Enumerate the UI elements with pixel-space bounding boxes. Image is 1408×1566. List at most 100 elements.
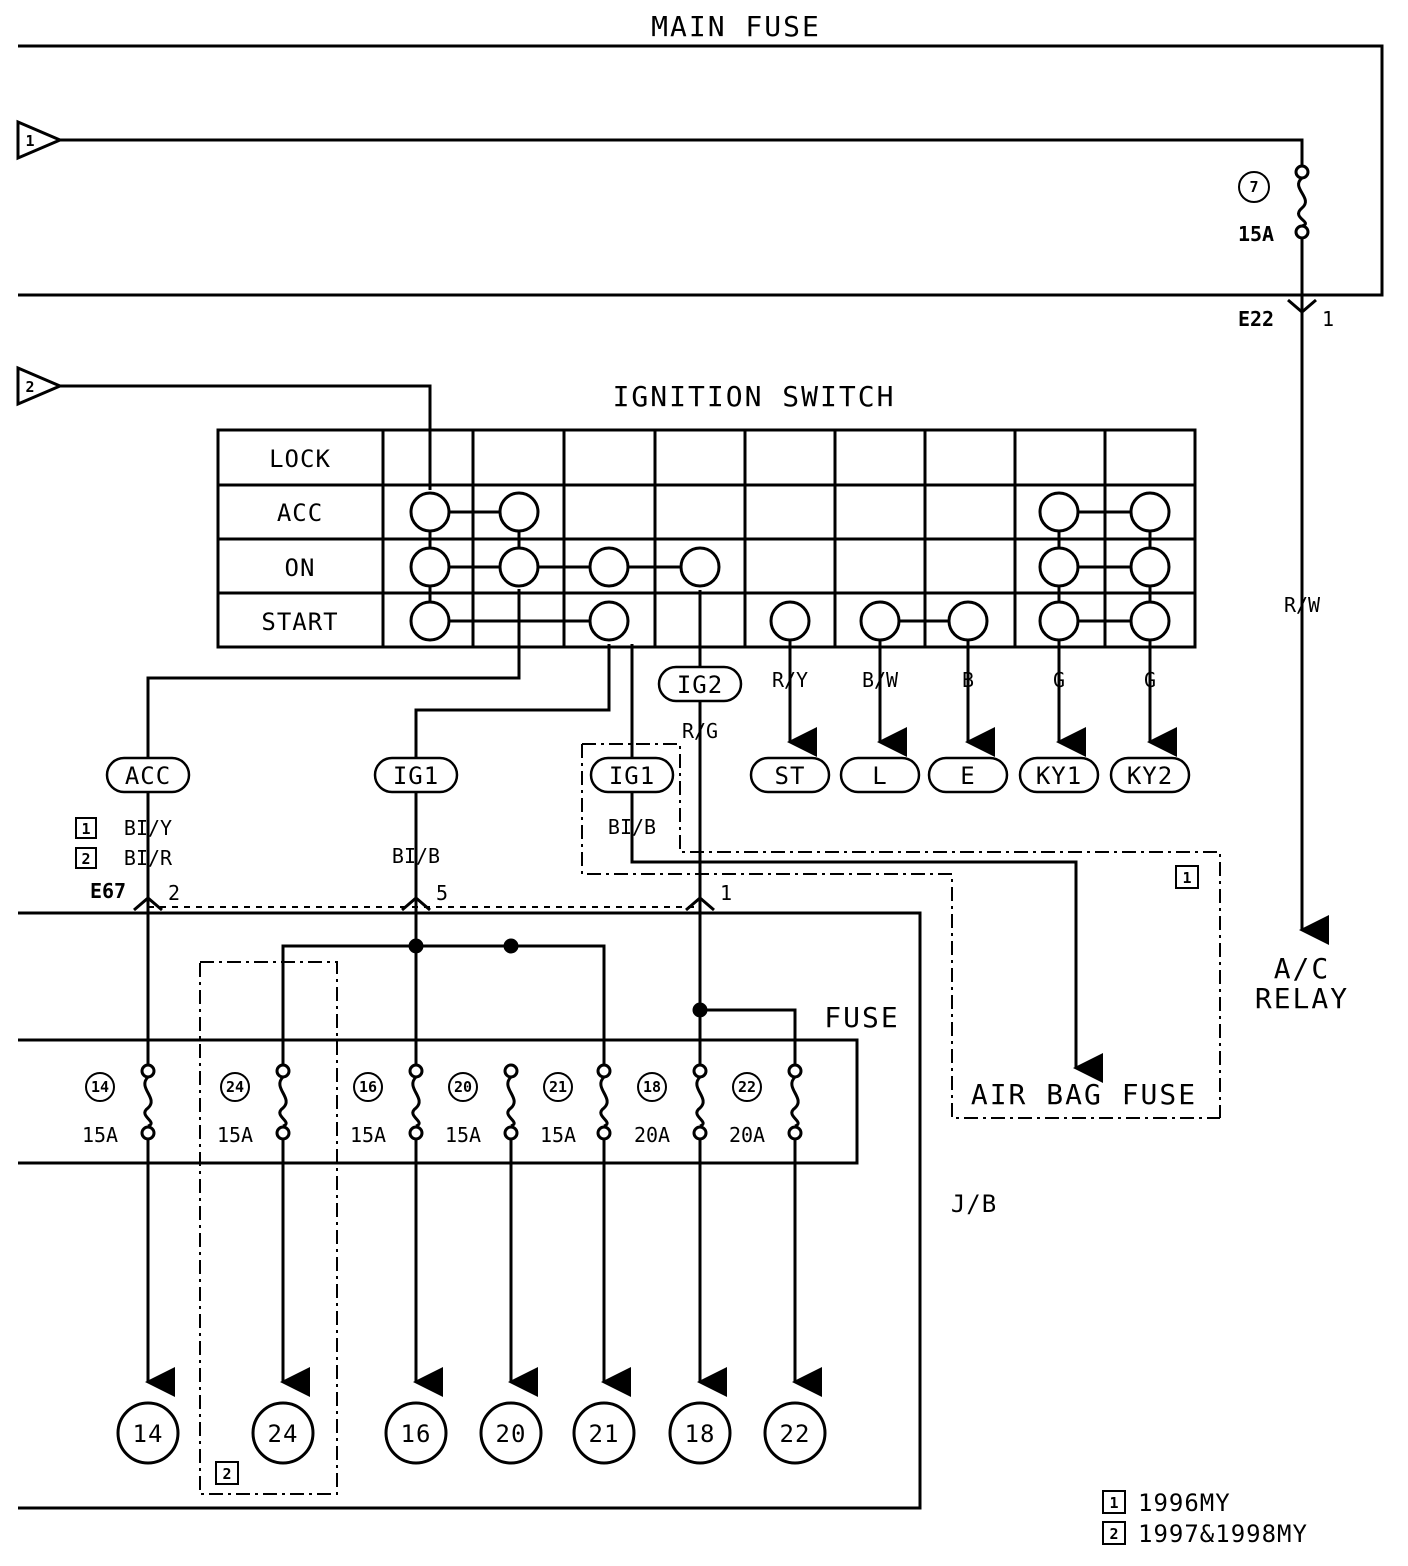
fuse-output-label: 24 [268,1420,299,1448]
fuse-24-variant-box [199,961,338,1495]
input-1-triangle [16,119,64,161]
input-2-triangle [16,365,64,407]
terminal-st-wire: R/Y [772,668,808,692]
switch-contact [947,600,989,642]
e67-pin-1: 1 [720,881,732,905]
switch-contact [769,600,811,642]
terminal-l-pill [839,756,921,794]
switch-contact [409,546,451,588]
terminal-ky1-label: KY1 [1036,762,1082,790]
wire-ig1-b-airbag [630,792,1103,1083]
bus-node-1 [408,938,424,954]
fuse-rating: 15A [82,1123,118,1147]
jb-box [18,911,922,1510]
e67-mark-2 [133,896,163,912]
fuse-terminal-top [596,1063,612,1079]
fuse-terminal-bottom [692,1125,708,1141]
fuse-rating: 15A [350,1123,386,1147]
terminal-ky2-pill [1109,756,1191,794]
terminal-st-label: ST [775,762,806,790]
terminal-ig1-pill [373,756,459,794]
terminal-e-label: E [960,762,975,790]
wire-acc [146,589,521,758]
bus-ig2 [700,1008,797,1065]
fuse-output-circle [251,1401,315,1465]
terminal-ig1-pill [589,756,675,794]
fuse-7-number-circle [1238,171,1270,203]
acc-wire-1: BI/Y [124,816,172,840]
fuse-terminal-top [140,1063,156,1079]
terminal-ky1-wire: G [1053,668,1065,692]
airbag-variant-box-lower [581,744,1220,1119]
airbag-variant-box-marker [1175,865,1199,889]
acc-variant-2: 2 [81,850,90,868]
wire-input-1 [60,138,1304,168]
acc-variant-1-box [75,817,97,839]
fuse-output-label: 22 [780,1420,811,1448]
terminal-ig1-label: IG1 [609,762,655,790]
ignition-switch-title: IGNITION SWITCH [613,380,896,413]
fuse-output-circle [384,1401,448,1465]
switch-contact [859,600,901,642]
terminal-ig2-label: IG2 [677,671,723,699]
switch-contact [409,600,451,642]
fuse-rating: 15A [540,1123,576,1147]
fuse-element [599,1075,609,1128]
fuse-element [411,1075,421,1128]
switch-output-arrows [787,640,1177,757]
terminal-e-pill [927,756,1009,794]
fuse-element [143,1075,153,1128]
fuse-element [695,1075,705,1128]
bus-ig1 [281,944,606,1065]
terminal-ky2-label: KY2 [1127,762,1173,790]
switch-contact [679,546,721,588]
row-label-lock: LOCK [269,445,331,473]
fuse-output-circle [479,1401,543,1465]
terminal-ig1-label: IG1 [393,762,439,790]
jb-label: J/B [951,1190,997,1218]
input-2-label: 2 [25,378,34,396]
fuse-output-circle [668,1401,732,1465]
airbag-variant-number: 1 [1182,869,1191,887]
fuse-rating: 15A [217,1123,253,1147]
fuse-output-label: 20 [496,1420,527,1448]
ac-relay-line2: RELAY [1255,982,1349,1015]
fuse-output-circle [116,1401,180,1465]
fuse-7-bottom-terminal [1294,224,1310,240]
connector-e22-pin: 1 [1322,307,1334,331]
terminal-e-wire: B [962,668,974,692]
bus-node-3 [692,1002,708,1018]
fuse-number: 20 [454,1078,472,1096]
fuse-7-element [1297,176,1307,228]
fuse-element [506,1075,516,1128]
terminal-l-wire: B/W [862,668,899,692]
fuse-number: 22 [738,1078,756,1096]
terminal-ig2-pill [657,665,743,703]
fuse-element [278,1075,288,1128]
switch-contact [588,546,630,588]
fuse-number-circle [637,1072,667,1102]
fuse-number-circle [85,1072,115,1102]
fuse-number-circle [353,1072,383,1102]
fuse-output-label: 18 [685,1420,716,1448]
fuse-terminal-top [787,1063,803,1079]
terminal-ky1-pill [1018,756,1100,794]
row-label-start: START [261,608,338,636]
e67-mark-5 [401,896,431,912]
fuse-output-circle [763,1401,827,1465]
fuse-number-circle [220,1072,250,1102]
fuse-panel [18,1038,859,1165]
input-1-label: 1 [25,132,34,150]
fuse-output-circle [572,1401,636,1465]
acc-variant-1: 1 [81,820,90,838]
fuse-terminal-bottom [787,1125,803,1141]
ig1-a-wire-label: BI/B [392,844,440,868]
airbag-variant-box-upper [582,743,1221,1118]
terminal-l-label: L [872,762,887,790]
fuse-number: 16 [359,1078,377,1096]
fuse-output-label: 21 [589,1420,620,1448]
fuse-number: 24 [226,1078,244,1096]
fuse-terminal-bottom [503,1125,519,1141]
terminal-st-pill [749,756,831,794]
row-label-acc: ACC [277,499,323,527]
